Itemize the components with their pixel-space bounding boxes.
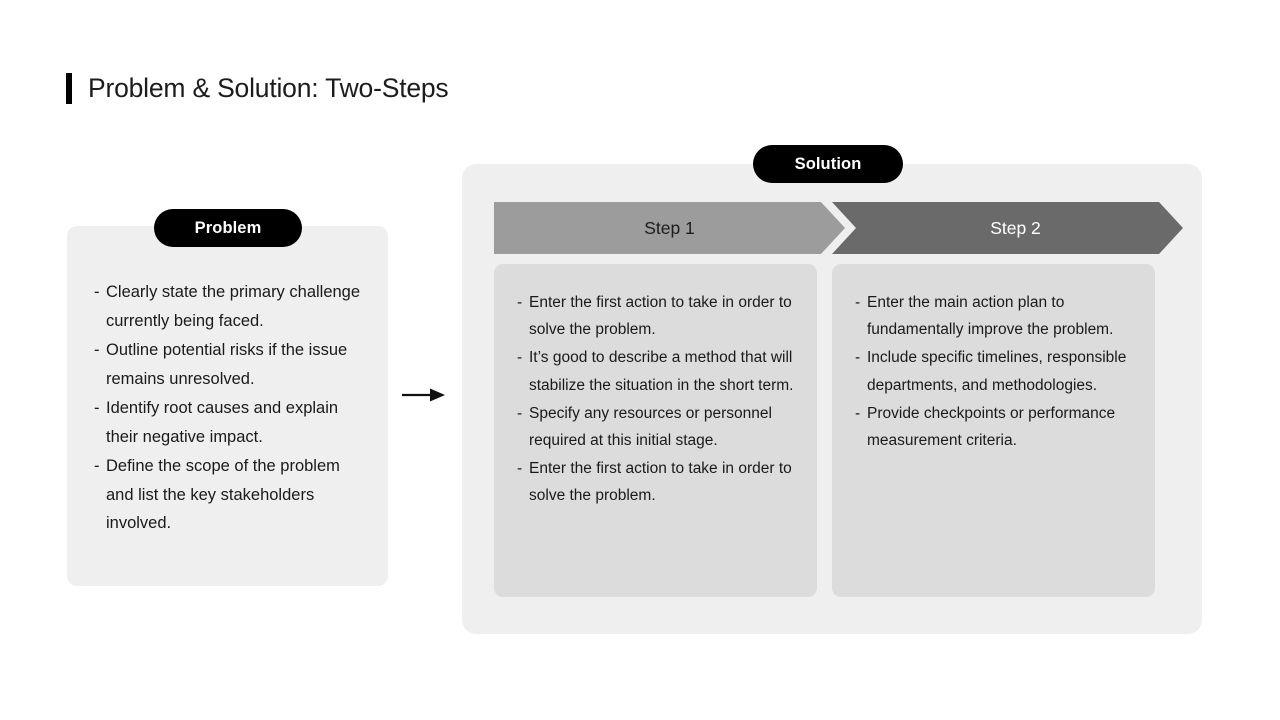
bullet-marker: - [855, 349, 861, 367]
problem-badge[interactable]: Problem [154, 209, 302, 247]
bullet-marker: - [517, 349, 523, 367]
step-1-header[interactable]: Step 1 [494, 202, 845, 254]
step-2-label: Step 2 [990, 217, 1041, 238]
list-item: -Enter the first action to take in order… [517, 289, 803, 343]
list-item: -Include specific timelines, responsible… [855, 344, 1141, 398]
list-item-text: Provide checkpoints or performance measu… [867, 404, 1116, 450]
title-accent-bar [66, 72, 72, 104]
list-item-text: Identify root causes and explain their n… [106, 399, 339, 446]
arrow-right-icon [401, 384, 447, 406]
step-2-card: -Enter the main action plan to fundament… [832, 264, 1155, 597]
page-title-block: Problem & Solution: Two-Steps [66, 68, 449, 108]
list-item: -Enter the first action to take in order… [517, 455, 803, 509]
step-2-bullet-list: -Enter the main action plan to fundament… [855, 289, 1141, 454]
bullet-marker: - [855, 404, 861, 422]
list-item: -Define the scope of the problem and lis… [94, 452, 370, 538]
step-1-bullet-list: -Enter the first action to take in order… [517, 289, 803, 510]
step-2-body: -Enter the main action plan to fundament… [855, 289, 1141, 455]
step-column-2: Step 2 [832, 202, 1183, 254]
list-item-text: Outline potential risks if the issue rem… [106, 341, 348, 388]
list-item: -Enter the main action plan to fundament… [855, 289, 1141, 343]
solution-badge[interactable]: Solution [753, 145, 903, 183]
list-item: -Outline potential risks if the issue re… [94, 336, 370, 393]
problem-bullet-list: -Clearly state the primary challenge cur… [94, 278, 370, 539]
list-item: -Provide checkpoints or performance meas… [855, 400, 1141, 454]
bullet-marker: - [94, 341, 100, 359]
list-item-text: Enter the first action to take in order … [529, 294, 792, 339]
bullet-marker: - [94, 283, 100, 301]
list-item: -Specify any resources or personnel requ… [517, 400, 803, 454]
list-item-text: Specify any resources or personnel requi… [529, 404, 772, 450]
bullet-marker: - [94, 457, 100, 475]
list-item-text: It’s good to describe a method that will… [529, 349, 794, 394]
bullet-marker: - [94, 399, 100, 417]
list-item: -It’s good to describe a method that wil… [517, 344, 803, 398]
list-item-text: Include specific timelines, responsible … [867, 349, 1127, 394]
step-2-header[interactable]: Step 2 [832, 202, 1183, 254]
problem-card: -Clearly state the primary challenge cur… [67, 226, 388, 586]
solution-panel: Step 1 Step 2 -Enter the first action to… [462, 164, 1202, 634]
step-column-1: Step 1 [494, 202, 845, 254]
bullet-marker: - [517, 460, 523, 478]
problem-badge-label: Problem [194, 218, 262, 237]
step-1-label: Step 1 [644, 217, 695, 238]
solution-badge-label: Solution [794, 154, 862, 173]
step-1-card: -Enter the first action to take in order… [494, 264, 817, 597]
bullet-marker: - [855, 294, 861, 311]
list-item-text: Enter the first action to take in order … [529, 460, 792, 505]
bullet-marker: - [517, 404, 523, 422]
list-item-text: Enter the main action plan to fundamenta… [867, 294, 1114, 339]
list-item: -Clearly state the primary challenge cur… [94, 278, 370, 335]
page-title: Problem & Solution: Two-Steps [88, 72, 449, 103]
bullet-marker: - [517, 294, 523, 311]
step-1-body: -Enter the first action to take in order… [517, 289, 803, 511]
list-item: -Identify root causes and explain their … [94, 394, 370, 451]
list-item-text: Define the scope of the problem and list… [106, 457, 340, 532]
list-item-text: Clearly state the primary challenge curr… [106, 283, 361, 330]
